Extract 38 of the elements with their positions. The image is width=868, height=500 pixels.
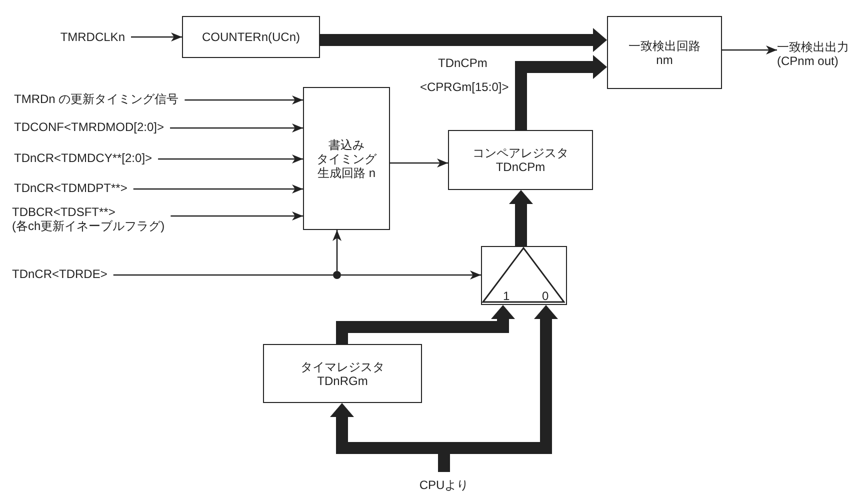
signal-label: TMRDn の更新タイミング信号 (14, 92, 232, 108)
input-number: 0 (542, 289, 549, 303)
block-label: タイマレジスタ TDnRGm (300, 360, 384, 388)
signal-arrow (332, 230, 342, 271)
input-number: 1 (503, 289, 510, 303)
signal-arrow (390, 158, 448, 168)
junction-dot (333, 271, 341, 279)
bus-label: <CPRGm[15:0]> (420, 80, 509, 94)
block-label: COUNTERn(UCn) (202, 30, 300, 44)
signal-label: TDnCR<TDRDE> (12, 267, 135, 283)
bus-arrow (320, 28, 607, 52)
signal-label: TMRDCLKn (40, 30, 125, 46)
signal-arrow (722, 46, 777, 54)
block-label: コンペアレジスタ TDnCPm (472, 146, 568, 174)
signal-arrow (158, 154, 303, 164)
signal-label: TDnCR<TDMDCY**[2:0]> (14, 151, 232, 167)
timer-register-block (263, 344, 422, 403)
timing-generator-block (303, 87, 390, 230)
signal-arrow (170, 212, 303, 220)
signal-label: TDCONF<TMRDMOD[2:0]> (14, 120, 232, 136)
bus-arrow (336, 305, 515, 344)
signal-label: TDBCR<TDSFT**> (各ch更新イネーブルフラグ) (12, 205, 232, 239)
bus-label: TDnCPm (438, 56, 488, 70)
match-detector-block (607, 16, 722, 89)
source-label: CPUより (412, 478, 476, 494)
block-label: 書込みタイミング生成回路 n (316, 138, 376, 180)
bus-arrow (509, 190, 533, 246)
compare-register-block (448, 130, 593, 190)
counter-block (182, 16, 320, 58)
output-label: 一致検出出力 (CPnm out) (777, 40, 868, 72)
signal-label: TDnCR<TDMDPT**> (14, 181, 232, 197)
block-label: 一致検出回路 nm (628, 38, 700, 66)
signal-arrow (133, 184, 303, 194)
signal-arrow (184, 96, 303, 104)
signal-arrow (131, 32, 182, 42)
bus-arrow (515, 55, 607, 130)
signal-arrow (341, 270, 481, 280)
signal-arrow (170, 124, 303, 132)
